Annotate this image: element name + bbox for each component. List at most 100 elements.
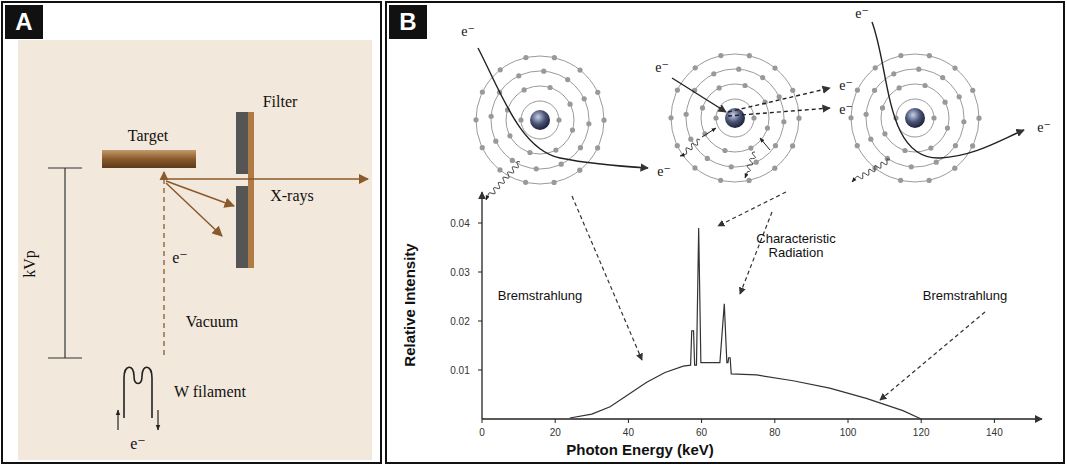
electron-dot xyxy=(873,65,878,70)
electron-dot xyxy=(551,180,556,185)
voltage-label: kVp xyxy=(21,250,39,278)
filter-label: Filter xyxy=(263,93,298,111)
panel-letter-box: A xyxy=(5,5,43,39)
electron-label: e⁻ xyxy=(130,435,146,453)
electron-dot xyxy=(668,115,673,120)
electron-dot xyxy=(586,121,591,126)
electron-dot xyxy=(772,166,777,171)
collimator xyxy=(236,112,248,174)
electron-dot xyxy=(473,117,478,122)
electron-track xyxy=(672,78,726,112)
y-tick xyxy=(478,370,482,371)
y-tick xyxy=(478,272,482,273)
electron-dot xyxy=(855,87,860,92)
atom-illustrations xyxy=(473,22,1024,200)
electron-dot xyxy=(970,143,975,148)
panel-letter: B xyxy=(399,10,416,34)
electron-label: e⁻ xyxy=(172,249,188,267)
electron-dot xyxy=(882,131,887,136)
electron-shell xyxy=(896,99,934,137)
electron-dot xyxy=(880,105,885,110)
kvp-bracket xyxy=(64,168,65,358)
electron-dot xyxy=(507,133,512,138)
electron-dot xyxy=(940,75,945,80)
transition-arrow xyxy=(760,138,770,150)
electron-dot xyxy=(909,164,914,169)
electron-shell xyxy=(506,86,574,154)
electron-dot xyxy=(736,67,741,72)
x-tick xyxy=(555,419,556,423)
y-axis xyxy=(481,192,482,419)
electron-dot xyxy=(718,53,723,58)
electron-dot xyxy=(722,148,727,153)
electron-shell xyxy=(866,69,964,167)
tick-label: 140 xyxy=(986,427,1003,438)
electron-dot xyxy=(565,77,570,82)
electron-shell xyxy=(686,69,784,167)
photon-wave xyxy=(680,139,700,156)
electron-dot xyxy=(855,143,860,148)
panel-letter-box: B xyxy=(389,5,427,39)
filament xyxy=(124,367,152,418)
axis-ticks xyxy=(478,223,994,423)
kvp-bracket xyxy=(48,167,82,168)
electron-label: e⁻ xyxy=(1037,120,1051,135)
x-tick xyxy=(701,419,702,423)
electron-dot xyxy=(748,145,753,150)
electron-dot xyxy=(523,180,528,185)
electron-shell xyxy=(716,99,754,137)
x-tick xyxy=(921,419,922,423)
callout-label: Characteristic Radiation xyxy=(746,232,846,261)
callout-arrow xyxy=(572,196,642,360)
photon-wave xyxy=(852,159,890,182)
electron-dot xyxy=(872,88,877,93)
electron-dot xyxy=(772,65,777,70)
kvp-bracket xyxy=(48,357,82,358)
panel-ground xyxy=(18,40,372,460)
electron-dot xyxy=(556,117,561,122)
electron-dot xyxy=(864,112,869,117)
xray-ray xyxy=(166,183,222,236)
electron-dot xyxy=(522,87,527,92)
electron-dot xyxy=(790,88,795,93)
tick-label: 40 xyxy=(623,427,634,438)
x-tick xyxy=(848,419,849,423)
x-tick xyxy=(482,419,483,423)
electron-dot xyxy=(570,127,575,132)
electron-shell xyxy=(491,71,589,169)
electron-dot xyxy=(523,55,528,60)
electron-dot xyxy=(898,53,903,58)
electron-dot xyxy=(684,112,689,117)
electron-dot xyxy=(595,145,600,150)
tick-label: 100 xyxy=(840,427,857,438)
electron-dot xyxy=(577,67,582,72)
electron-dot xyxy=(790,143,795,148)
electron-dot xyxy=(552,55,557,60)
tick-label: 60 xyxy=(696,427,707,438)
y-tick xyxy=(478,321,482,322)
callout-arrow xyxy=(718,192,786,226)
electron-beam xyxy=(163,172,164,355)
electron-dot xyxy=(922,83,927,88)
y-tick xyxy=(478,223,482,224)
electron-dot xyxy=(916,67,921,72)
electron-dot xyxy=(934,160,939,165)
x-axis xyxy=(482,418,1042,419)
xray-label: X-rays xyxy=(270,187,314,205)
electron-dot xyxy=(765,125,770,130)
electron-label: e⁻ xyxy=(655,60,669,75)
electron-dot xyxy=(675,143,680,148)
electron-label: e⁻ xyxy=(839,102,853,117)
photon-wave xyxy=(486,161,520,200)
filament-label: W filament xyxy=(174,383,246,401)
callout-arrow xyxy=(740,212,772,294)
electron-dot xyxy=(773,143,778,148)
electron-dot xyxy=(480,89,485,94)
electron-dot xyxy=(497,167,502,172)
electron-dot xyxy=(577,168,582,173)
electron-dot xyxy=(713,115,718,120)
electron-dot xyxy=(970,88,975,93)
electron-dot xyxy=(553,147,558,152)
filter-strip xyxy=(248,112,254,268)
